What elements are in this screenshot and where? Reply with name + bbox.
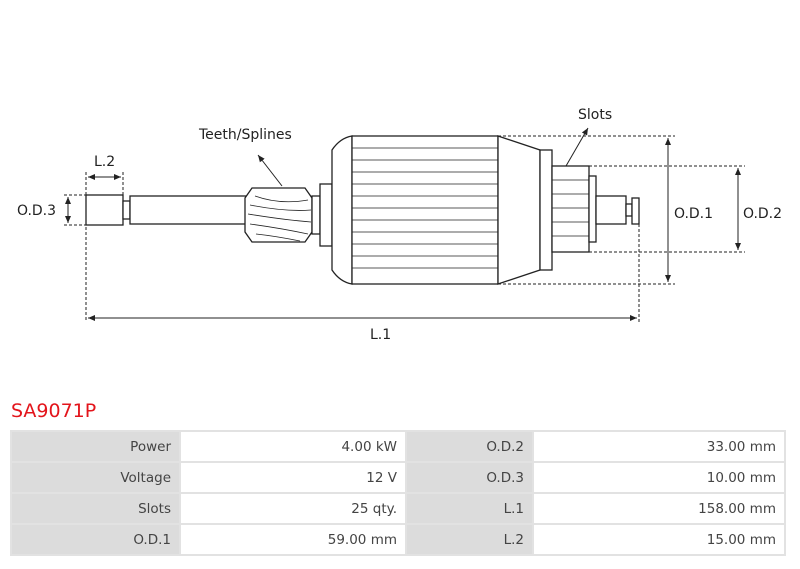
spec-label: O.D.1 xyxy=(12,525,179,554)
l2-label: L.2 xyxy=(94,154,115,170)
table-row: Voltage 12 V O.D.3 10.00 mm xyxy=(12,463,784,492)
spec-value: 12 V xyxy=(181,463,405,492)
armature-diagram: Teeth/Splines Slots L.2 O.D.3 O.D.1 O.D.… xyxy=(17,107,782,343)
od1-label: O.D.1 xyxy=(674,206,713,222)
spec-label: L.2 xyxy=(407,525,532,554)
spec-value: 10.00 mm xyxy=(534,463,784,492)
spec-label: O.D.3 xyxy=(407,463,532,492)
od3-label: O.D.3 xyxy=(17,203,56,219)
table-row: Power 4.00 kW O.D.2 33.00 mm xyxy=(12,432,784,461)
spec-value: 59.00 mm xyxy=(181,525,405,554)
slots-label: Slots xyxy=(578,107,612,123)
spec-value: 15.00 mm xyxy=(534,525,784,554)
spec-value: 25 qty. xyxy=(181,494,405,523)
spec-table: Power 4.00 kW O.D.2 33.00 mm Voltage 12 … xyxy=(10,430,786,556)
l1-label: L.1 xyxy=(370,327,391,343)
od2-label: O.D.2 xyxy=(743,206,782,222)
spec-value: 4.00 kW xyxy=(181,432,405,461)
spec-label: Slots xyxy=(12,494,179,523)
table-row: O.D.1 59.00 mm L.2 15.00 mm xyxy=(12,525,784,554)
spec-label: L.1 xyxy=(407,494,532,523)
armature-drawing xyxy=(85,135,640,285)
spec-label: O.D.2 xyxy=(407,432,532,461)
spec-label: Power xyxy=(12,432,179,461)
teeth-splines-label: Teeth/Splines xyxy=(198,127,292,143)
product-code: SA9071P xyxy=(11,400,97,422)
table-row: Slots 25 qty. L.1 158.00 mm xyxy=(12,494,784,523)
spec-label: Voltage xyxy=(12,463,179,492)
spec-value: 158.00 mm xyxy=(534,494,784,523)
spec-value: 33.00 mm xyxy=(534,432,784,461)
dimension-arrows xyxy=(65,127,741,321)
